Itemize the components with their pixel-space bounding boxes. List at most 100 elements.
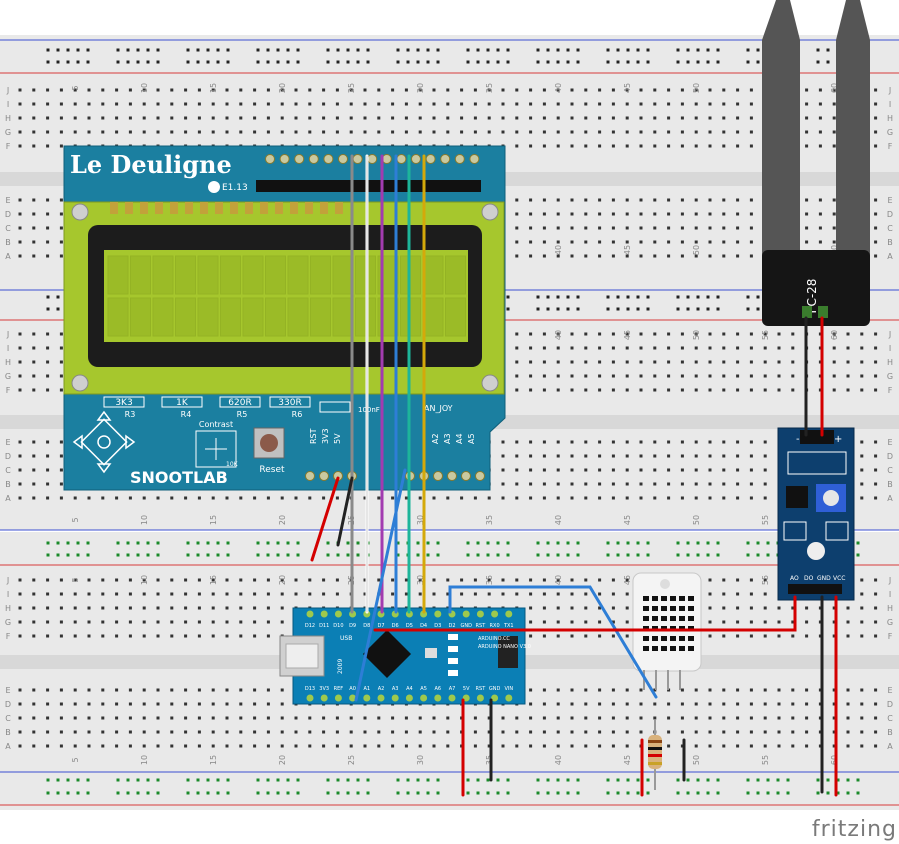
breadboard-hole [676, 295, 680, 299]
breadboard-hole [146, 541, 150, 545]
breadboard-hole [611, 240, 615, 244]
breadboard-hole [418, 496, 422, 500]
breadboard-hole [625, 102, 629, 106]
breadboard-hole [32, 606, 36, 610]
breadboard-hole [136, 791, 140, 795]
breadboard-hole [197, 702, 201, 706]
breadboard-hole [598, 688, 602, 692]
breadboard-hole [542, 388, 546, 392]
breadboard-hole [256, 48, 260, 52]
breadboard-hole [570, 116, 574, 120]
nano-pin-label: D8 [363, 623, 370, 629]
breadboard-hole [556, 791, 560, 795]
breadboard-hole [625, 688, 629, 692]
resistor-row: 3K3 1K 620R 330R R3 R4 R5 R6 [103, 396, 311, 419]
breadboard-hole [211, 620, 215, 624]
breadboard-hole [226, 48, 230, 52]
breadboard-hole [46, 332, 50, 336]
breadboard-hole [680, 130, 684, 134]
breadboard-hole [366, 60, 370, 64]
breadboard-hole [625, 332, 629, 336]
breadboard-hole [391, 102, 395, 106]
breadboard-hole [805, 688, 809, 692]
breadboard-hole [418, 716, 422, 720]
breadboard-hole [694, 102, 698, 106]
breadboard-hole [584, 468, 588, 472]
breadboard-hole [556, 778, 560, 782]
breadboard-hole [556, 454, 560, 458]
breadboard-hole [716, 307, 720, 311]
breadboard-hole [256, 553, 260, 557]
breadboard-hole [680, 482, 684, 486]
breadboard-hole [736, 360, 740, 364]
breadboard-hole [706, 48, 710, 52]
breadboard-hole [749, 592, 753, 596]
breadboard-hole [487, 578, 491, 582]
nano-pin [434, 694, 442, 702]
breadboard-hole [736, 730, 740, 734]
breadboard-hole [59, 702, 63, 706]
breadboard-hole [396, 778, 400, 782]
breadboard-hole [694, 198, 698, 202]
breadboard-hole [636, 48, 640, 52]
breadboard-hole [777, 606, 781, 610]
breadboard-hole [598, 440, 602, 444]
breadboard-hole [749, 254, 753, 258]
breadboard-hole [736, 688, 740, 692]
breadboard-hole [686, 295, 690, 299]
breadboard-hole [584, 388, 588, 392]
breadboard-hole [515, 212, 519, 216]
breadboard-hole [501, 88, 505, 92]
breadboard-hole [515, 360, 519, 364]
breadboard-hole [294, 578, 298, 582]
breadboard-hole [860, 730, 864, 734]
breadboard-hole [87, 620, 91, 624]
breadboard-hole [763, 496, 767, 500]
breadboard-hole [625, 634, 629, 638]
breadboard-hole [46, 295, 50, 299]
breadboard-hole [708, 620, 712, 624]
breadboard-hole [280, 116, 284, 120]
breadboard-hole [584, 198, 588, 202]
column-number: 55 [761, 330, 770, 340]
breadboard-hole [626, 778, 630, 782]
breadboard-hole [432, 116, 436, 120]
nano-reset-button[interactable] [425, 648, 437, 658]
lcd-cell [220, 297, 241, 337]
breadboard-hole [542, 744, 546, 748]
screw-icon [71, 203, 89, 221]
breadboard-hole [377, 744, 381, 748]
breadboard-hole [86, 791, 90, 795]
breadboard-hole [736, 716, 740, 720]
breadboard-hole [432, 578, 436, 582]
column-number: 40 [554, 83, 563, 93]
breadboard-hole [736, 332, 740, 336]
breadboard-hole [611, 702, 615, 706]
header-pad [305, 471, 315, 481]
lcd-cell [332, 297, 354, 337]
breadboard-hole [226, 541, 230, 545]
breadboard-hole [432, 102, 436, 106]
breadboard-hole [816, 791, 820, 795]
breadboard-hole [349, 744, 353, 748]
breadboard-hole [536, 295, 540, 299]
breadboard-hole [736, 88, 740, 92]
breadboard-hole [625, 88, 629, 92]
breadboard-hole [766, 778, 770, 782]
header-pad [265, 154, 275, 164]
reset-button-cap[interactable] [260, 434, 278, 452]
breadboard-hole [832, 716, 836, 720]
breadboard-hole [874, 440, 878, 444]
breadboard-hole [46, 620, 50, 624]
vent-slot [643, 646, 649, 651]
breadboard-hole [142, 620, 146, 624]
breadboard-hole [676, 48, 680, 52]
row-letter: I [7, 590, 9, 599]
breadboard-hole [626, 791, 630, 795]
breadboard-hole [156, 578, 160, 582]
breadboard-hole [639, 688, 643, 692]
breadboard-hole [66, 778, 70, 782]
breadboard-hole [225, 716, 229, 720]
breadboard-hole [322, 88, 326, 92]
header-pad [469, 154, 480, 164]
